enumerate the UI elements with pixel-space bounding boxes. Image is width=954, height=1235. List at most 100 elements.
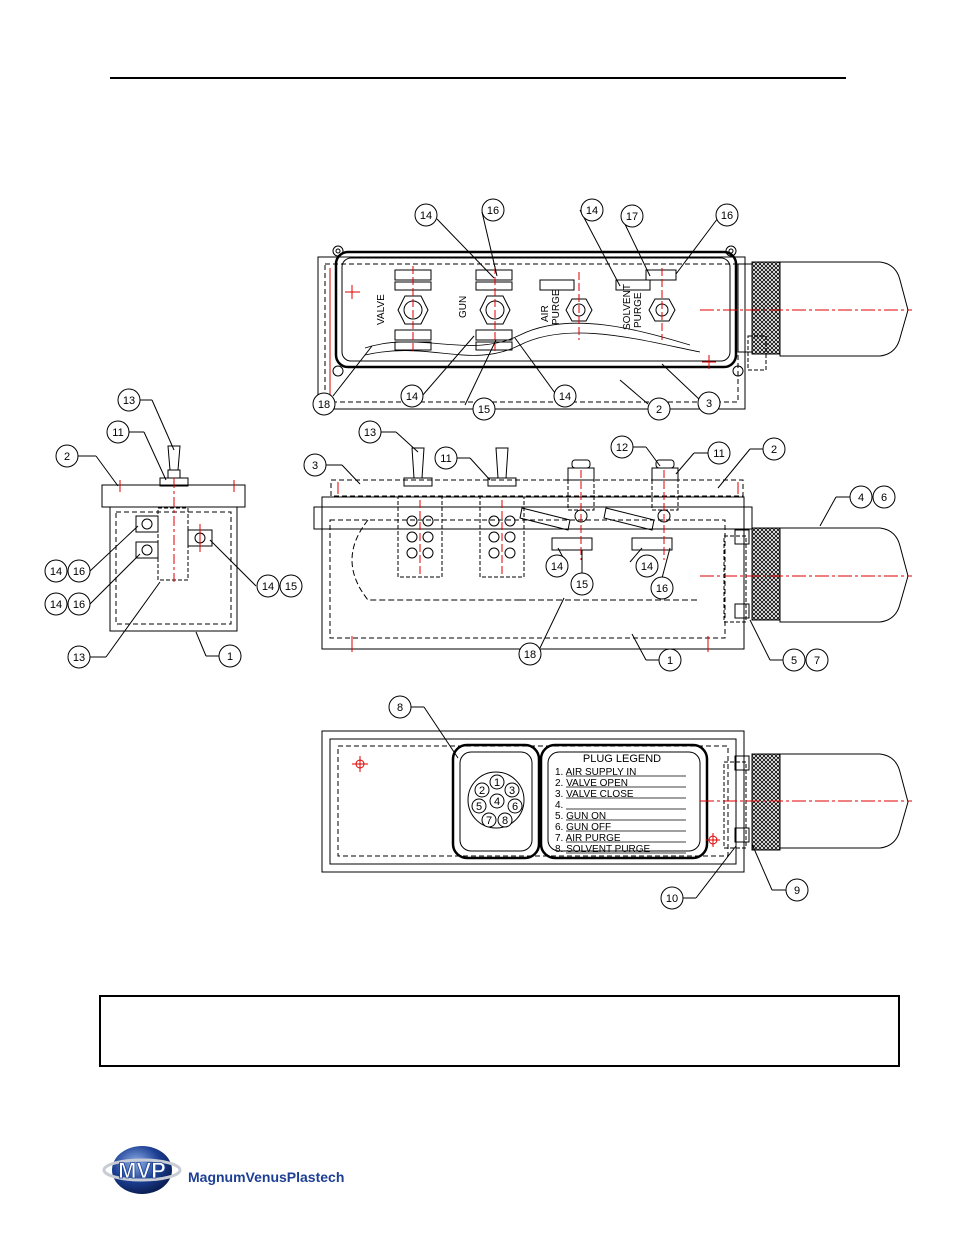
caption-box	[100, 996, 899, 1066]
svg-text:16: 16	[73, 566, 85, 578]
plug-connector: 1 2 3 4 5 6 7 8	[472, 775, 522, 827]
svg-text:10: 10	[666, 893, 678, 905]
balloon-front-6: 6	[873, 486, 895, 508]
svg-text:2: 2	[656, 404, 662, 416]
plug-legend-item-3: 3. VALVE CLOSE	[555, 789, 634, 800]
svg-text:1: 1	[667, 655, 673, 667]
svg-text:16: 16	[721, 210, 733, 222]
balloon-front-7: 7	[806, 649, 828, 671]
svg-text:1: 1	[227, 651, 233, 663]
balloon-front-18: 18	[519, 598, 564, 665]
gun-label: GUN	[458, 296, 469, 318]
plug-legend-item-2: 2. VALVE OPEN	[555, 778, 628, 789]
balloon-top-14a: 14	[415, 204, 494, 278]
svg-text:2: 2	[771, 444, 777, 456]
svg-text:13: 13	[364, 427, 376, 439]
balloon-top-14d: 14	[515, 338, 576, 407]
svg-text:2: 2	[64, 451, 70, 463]
top-view-center-lines	[330, 266, 912, 398]
plug-pin-4: 4	[490, 794, 504, 808]
svg-text:18: 18	[524, 649, 536, 661]
svg-text:11: 11	[112, 427, 123, 439]
svg-text:13: 13	[123, 395, 135, 407]
svg-text:8: 8	[502, 815, 508, 827]
svg-text:2: 2	[479, 785, 485, 797]
plug-legend-item-7: 7. AIR PURGE	[555, 833, 621, 844]
plug-pin-3: 3	[505, 783, 519, 797]
balloon-side-15: 15	[280, 575, 302, 597]
balloon-front-11a: 11	[435, 447, 490, 480]
balloon-side-16b: 16	[68, 593, 90, 615]
svg-text:6: 6	[881, 492, 887, 504]
valve-label: VALVE	[376, 294, 387, 325]
balloon-side-14a: 14	[45, 526, 138, 582]
svg-text:15: 15	[285, 581, 297, 593]
svg-text:8: 8	[397, 702, 403, 714]
balloon-top-14c: 14	[401, 336, 474, 407]
plug-legend-item-4: 4.	[555, 800, 563, 811]
plug-legend-title: PLUG LEGEND	[583, 753, 661, 765]
balloon-front-1: 1	[632, 634, 681, 671]
svg-text:7: 7	[486, 815, 492, 827]
svg-text:1: 1	[494, 777, 500, 789]
logo-mark: MVP	[118, 1158, 166, 1183]
svg-text:15: 15	[576, 579, 588, 591]
plug-pin-8: 8	[498, 813, 512, 827]
svg-text:3: 3	[706, 398, 712, 410]
plug-legend-item-6: 6. GUN OFF	[555, 822, 611, 833]
svg-text:4: 4	[858, 492, 864, 504]
balloon-bottom-10: 10	[661, 846, 736, 909]
balloon-top-2: 2	[620, 380, 670, 420]
svg-text:16: 16	[487, 205, 499, 217]
solvent-label: SOLVENT	[622, 284, 633, 330]
balloon-front-5: 5	[750, 620, 805, 671]
svg-text:12: 12	[616, 442, 628, 454]
svg-text:14: 14	[551, 561, 563, 573]
svg-text:14: 14	[262, 581, 274, 593]
balloon-top-17: 17	[621, 205, 650, 276]
svg-text:13: 13	[73, 652, 85, 664]
balloon-side-11: 11	[107, 421, 166, 480]
svg-text:16: 16	[656, 583, 668, 595]
air-purge-label: PURGE	[551, 289, 562, 325]
front-view	[314, 448, 908, 649]
plug-pin-7: 7	[482, 813, 496, 827]
balloon-bottom-8: 8	[389, 696, 458, 758]
balloon-side-2: 2	[56, 445, 118, 486]
svg-text:15: 15	[478, 404, 490, 416]
plug-pin-6: 6	[508, 799, 522, 813]
balloon-top-3: 3	[662, 364, 720, 414]
balloon-front-4: 4	[820, 486, 872, 526]
solvent-purge-label: PURGE	[633, 292, 644, 328]
top-view-labels: VALVE GUN AIR PURGE SOLVENT PURGE	[376, 284, 644, 330]
plug-legend-item-5: 5. GUN ON	[555, 811, 606, 822]
svg-text:16: 16	[73, 599, 85, 611]
svg-text:3: 3	[509, 785, 515, 797]
svg-text:14: 14	[559, 391, 571, 403]
svg-text:14: 14	[420, 210, 432, 222]
air-label: AIR	[540, 305, 551, 322]
balloon-top-18: 18	[313, 346, 372, 415]
balloon-front-14b: 14	[630, 548, 658, 577]
plug-pin-1: 1	[490, 775, 504, 789]
svg-text:11: 11	[440, 453, 451, 465]
svg-text:5: 5	[791, 655, 797, 667]
svg-text:17: 17	[626, 211, 638, 223]
balloon-front-11b: 11	[676, 442, 730, 474]
balloon-front-12: 12	[611, 436, 660, 466]
plug-legend-item-1: 1. AIR SUPPLY IN	[555, 767, 636, 778]
company-logo: MVP MagnumVenusPlastech	[104, 1146, 344, 1194]
svg-text:7: 7	[814, 655, 820, 667]
balloon-top-15: 15	[465, 340, 496, 420]
svg-text:11: 11	[713, 448, 724, 460]
plug-legend-item-8: 8. SOLVENT PURGE	[555, 844, 651, 855]
svg-text:18: 18	[318, 399, 330, 411]
plug-pin-2: 2	[475, 783, 489, 797]
balloon-side-14c: 14	[210, 540, 279, 597]
balloon-front-15: 15	[571, 550, 593, 595]
plug-legend: PLUG LEGEND 1. AIR SUPPLY IN 2. VALVE OP…	[555, 753, 686, 855]
svg-text:14: 14	[586, 205, 598, 217]
side-view-center-lines	[120, 478, 234, 582]
balloon-top-14b: 14	[580, 199, 620, 286]
